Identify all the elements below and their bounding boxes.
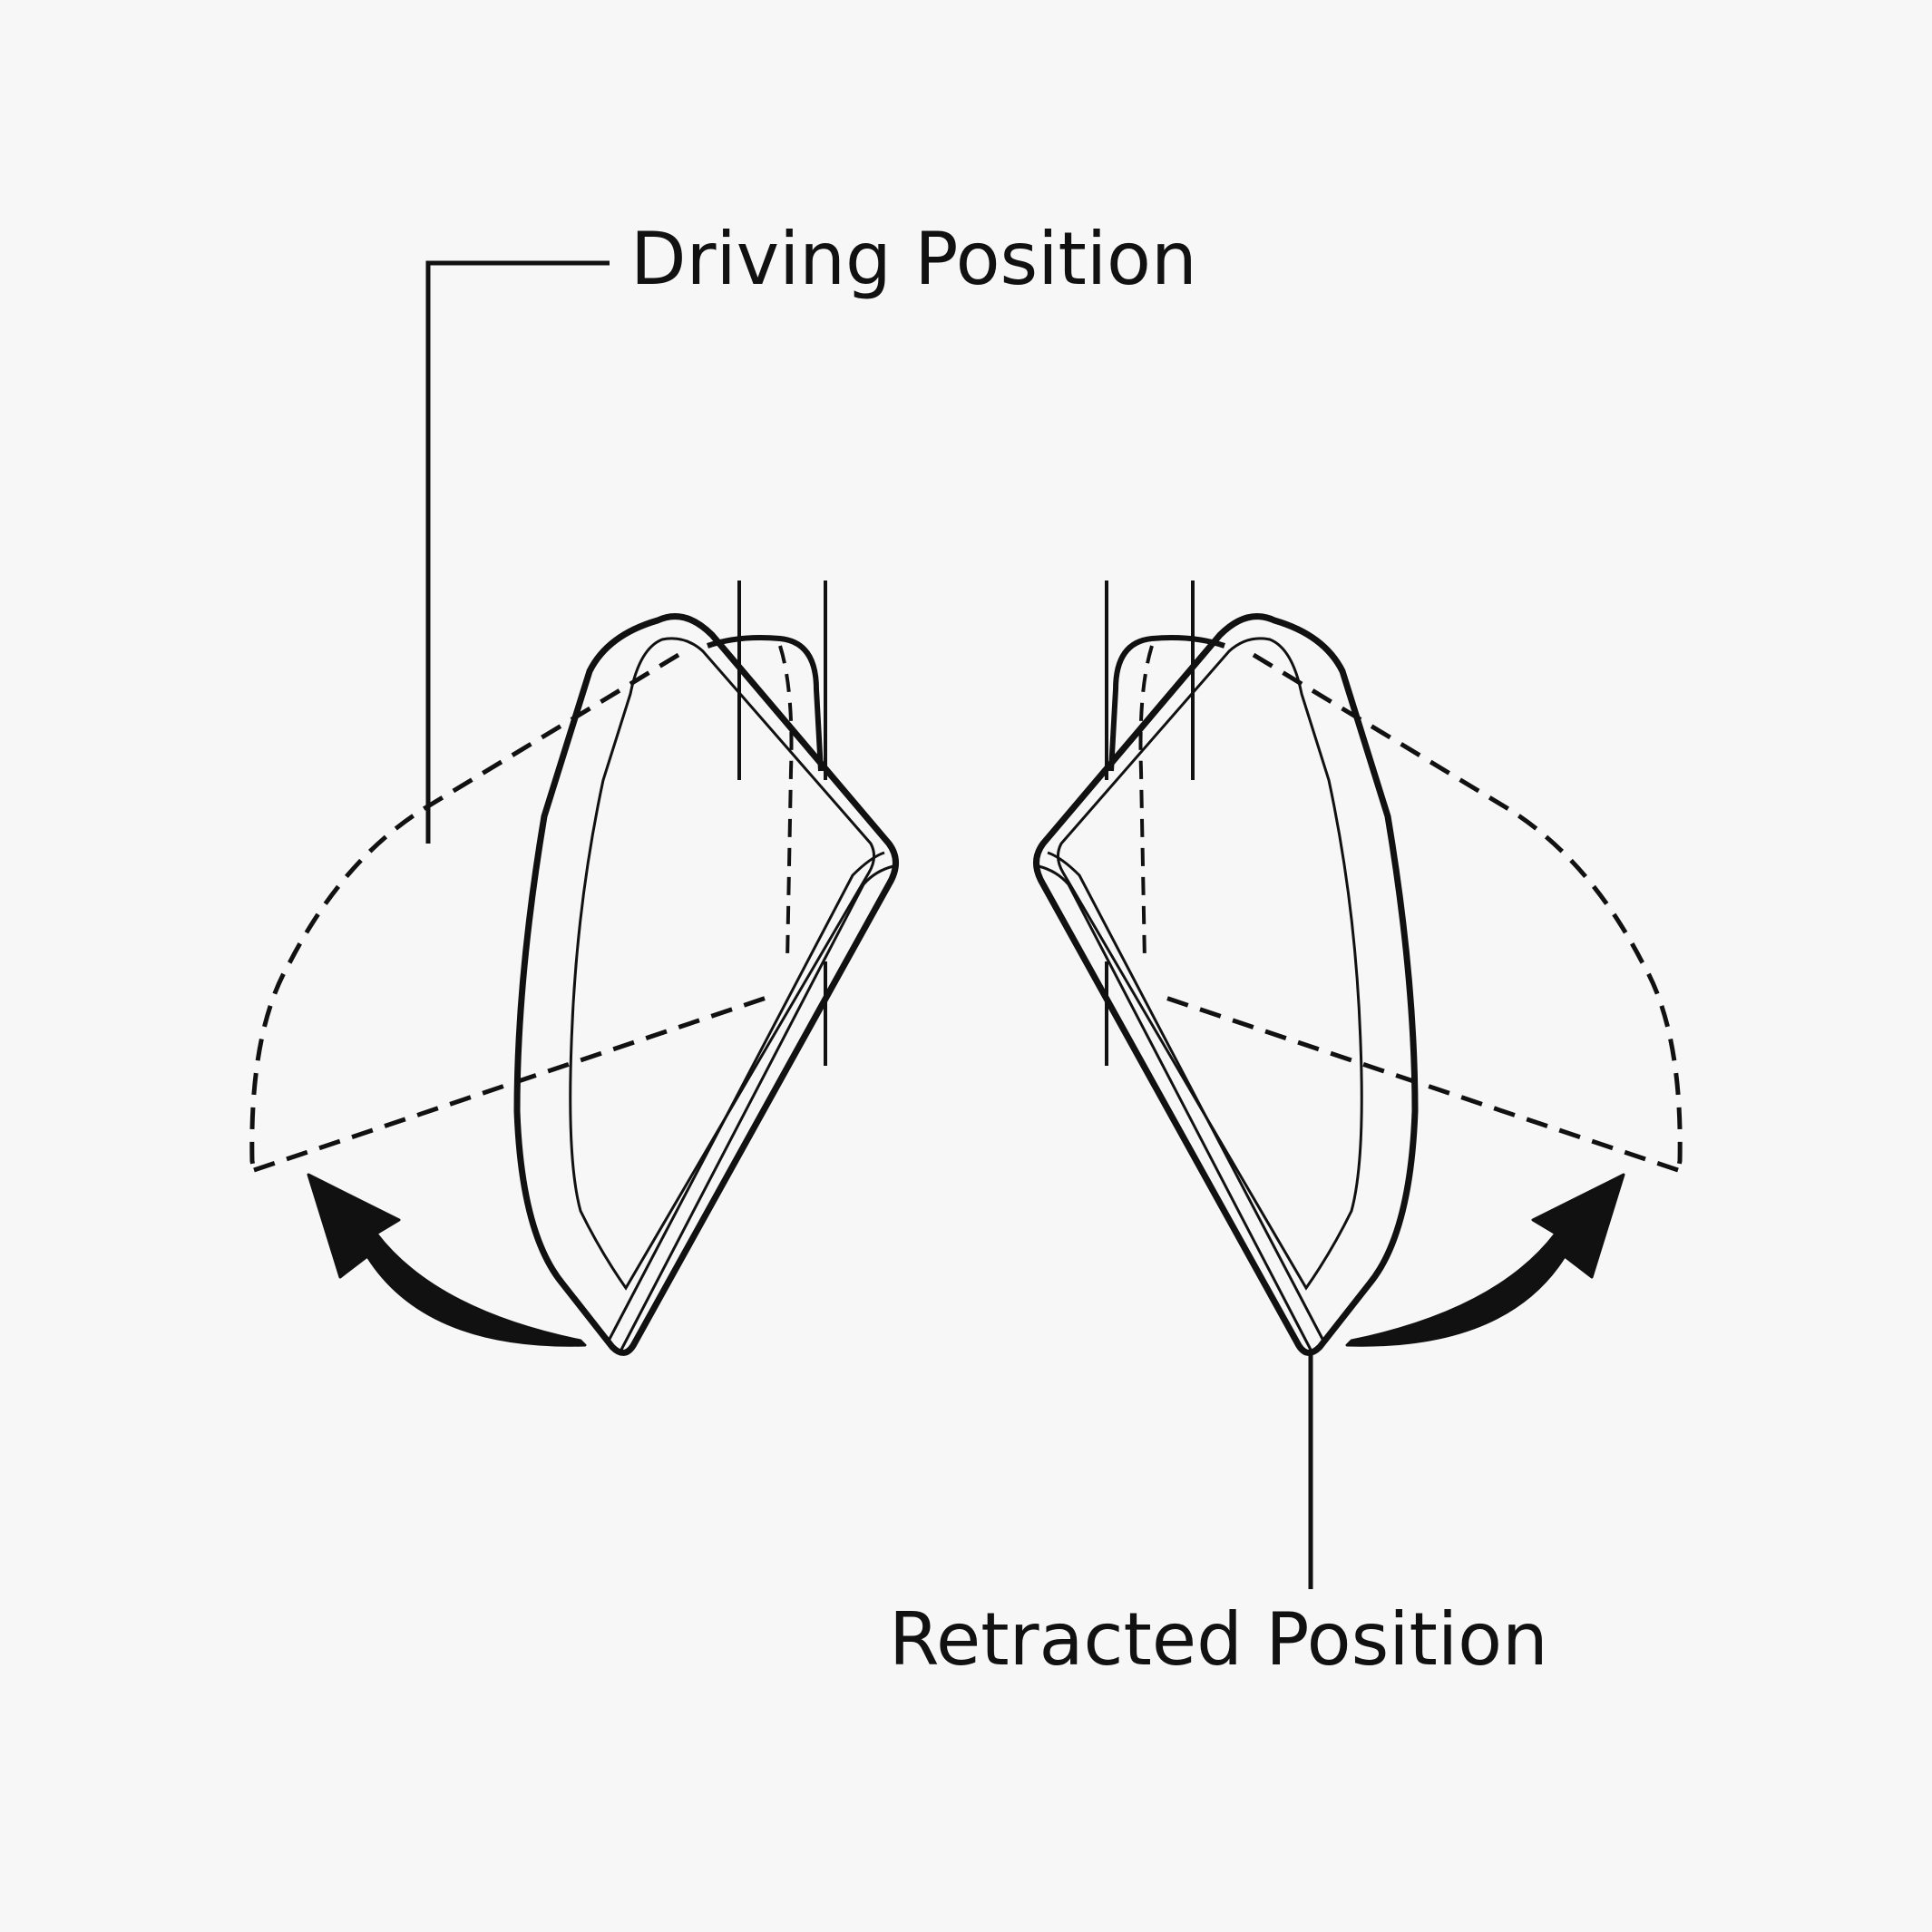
left-mirror-drawing: [252, 581, 896, 1352]
retracted-position-label: Retracted Position: [889, 1597, 1548, 1682]
driving-position-leader: [425, 260, 610, 844]
driving-position-label: Driving Position: [630, 217, 1197, 301]
right-mirror-drawing: [1037, 581, 1681, 1352]
